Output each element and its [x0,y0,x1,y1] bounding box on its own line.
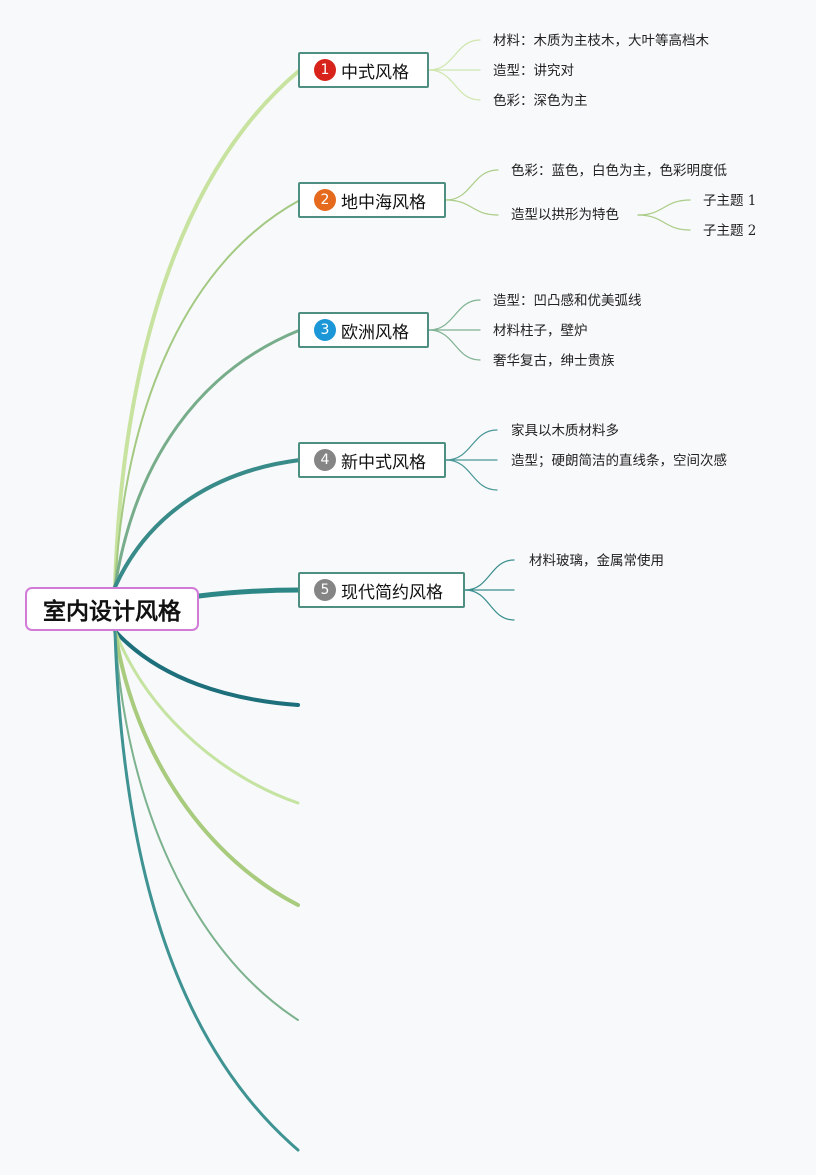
topic-1-label: 中式风格 [341,62,409,83]
topic-1-connectors [428,39,481,101]
branch-line-5 [196,587,303,599]
topic-2-child-1[interactable]: 色彩：蓝色，白色为主，色彩明度低 [511,163,727,179]
branch-line-1 [113,68,302,589]
topic-3-child-3[interactable]: 奢华复古，绅士贵族 [493,353,615,369]
empty-branch-5 [113,629,300,1152]
topic-3-label: 欧洲风格 [341,322,409,343]
topic-3-connectors [428,299,481,361]
priority-1-icon: 1 [314,59,336,81]
empty-branch-2 [113,629,300,805]
topic-4-child-2[interactable]: 造型；硬朗简洁的直线条，空间次感 [511,453,727,469]
topic-5[interactable]: 5 现代简约风格 [298,572,465,608]
topic-5-child-1[interactable]: 材料玻璃，金属常使用 [529,553,664,569]
topic-2-grandchild-2[interactable]: 子主题 2 [703,223,757,239]
topic-5-connectors [464,559,515,621]
empty-branch-4 [114,630,299,1021]
branch-line-4 [113,458,302,589]
priority-5-icon: 5 [314,579,336,601]
topic-2-child-2[interactable]: 造型以拱形为特色 [511,207,619,223]
topic-3-child-2[interactable]: 材料柱子，壁炉 [493,323,588,339]
priority-3-icon: 3 [314,319,336,341]
topic-4-child-1[interactable]: 家具以木质材料多 [511,423,619,439]
topic-2-grandchild-1[interactable]: 子主题 1 [703,193,757,209]
empty-branch-1 [113,629,300,707]
topic-1-child-3[interactable]: 色彩：深色为主 [493,93,588,109]
topic-4-label: 新中式风格 [341,452,426,473]
topic-3[interactable]: 3 欧洲风格 [298,312,429,348]
topic-2-connectors [445,169,691,231]
priority-2-icon: 2 [314,189,336,211]
topic-5-label: 现代简约风格 [341,582,443,603]
topic-1[interactable]: 1 中式风格 [298,52,429,88]
topic-2[interactable]: 2 地中海风格 [298,182,446,218]
topic-3-child-1[interactable]: 造型：凹凸感和优美弧线 [493,293,642,309]
topic-1-child-2[interactable]: 造型：讲究对 [493,63,574,79]
empty-branch-3 [113,629,300,907]
topic-4[interactable]: 4 新中式风格 [298,442,446,478]
root-topic[interactable]: 室内设计风格 [25,587,199,631]
root-topic-label: 室内设计风格 [43,599,181,625]
topic-1-child-1[interactable]: 材料：木质为主枝木，大叶等高档木 [493,33,709,49]
branch-line-3 [113,328,302,589]
topic-2-label: 地中海风格 [341,192,426,213]
branch-line-2 [114,199,301,588]
topic-4-connectors [445,429,498,491]
priority-4-icon: 4 [314,449,336,471]
